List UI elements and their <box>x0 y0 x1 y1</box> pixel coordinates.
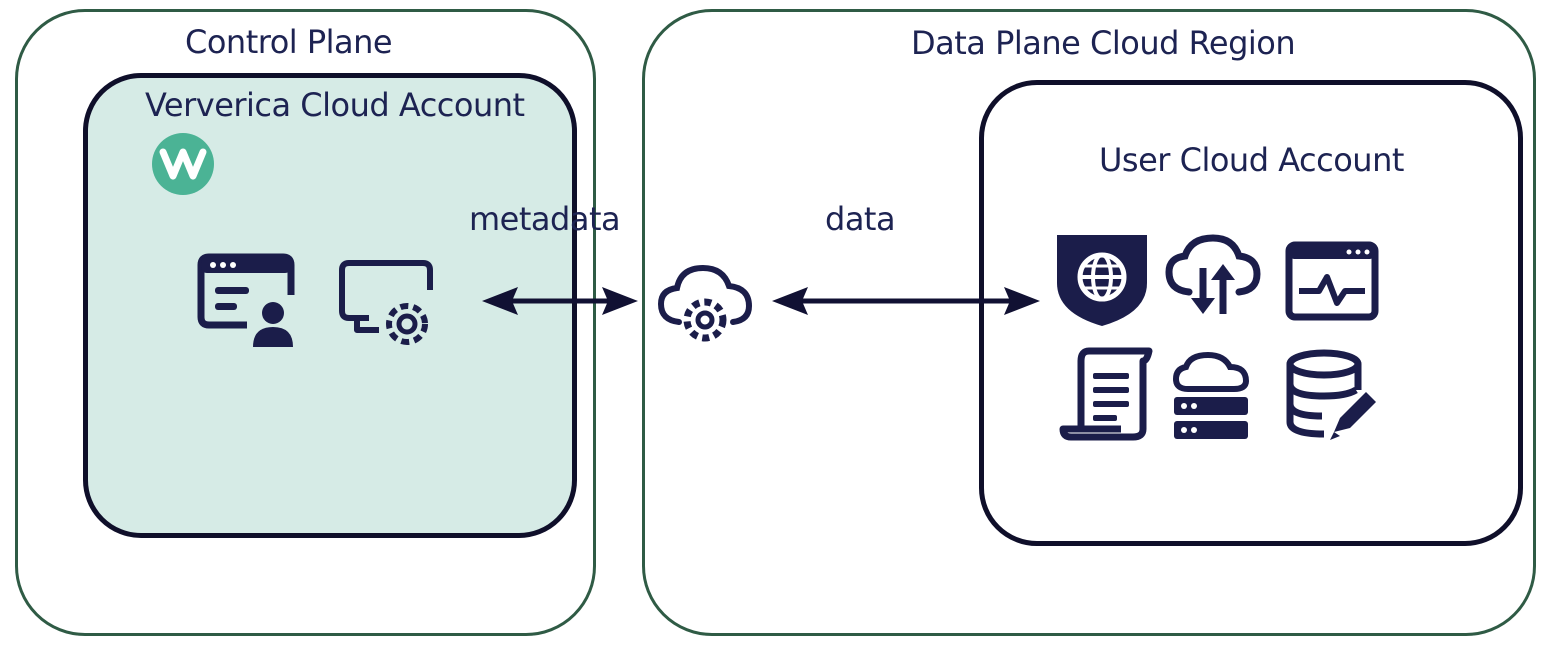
user-console-icon <box>197 253 299 350</box>
database-edit-icon <box>1286 349 1378 442</box>
cloud-transfer-icon <box>1165 234 1261 316</box>
metadata-label: metadata <box>469 200 621 238</box>
user-cloud-account-box <box>979 80 1523 546</box>
data-plane-title: Data Plane Cloud Region <box>911 24 1296 62</box>
ververica-logo-icon <box>151 132 215 196</box>
control-plane-title: Control Plane <box>185 23 393 61</box>
ververica-account-title: Ververica Cloud Account <box>145 86 525 124</box>
data-arrow <box>770 285 1042 317</box>
monitoring-window-icon <box>1285 241 1379 321</box>
cloud-gear-icon <box>657 262 753 352</box>
cloud-server-icon <box>1172 351 1252 443</box>
monitor-gear-icon <box>339 260 439 355</box>
data-label: data <box>825 200 896 238</box>
user-account-title: User Cloud Account <box>1099 141 1404 179</box>
security-shield-globe-icon <box>1055 233 1149 328</box>
metadata-arrow <box>480 285 640 317</box>
log-scroll-icon <box>1059 347 1155 441</box>
